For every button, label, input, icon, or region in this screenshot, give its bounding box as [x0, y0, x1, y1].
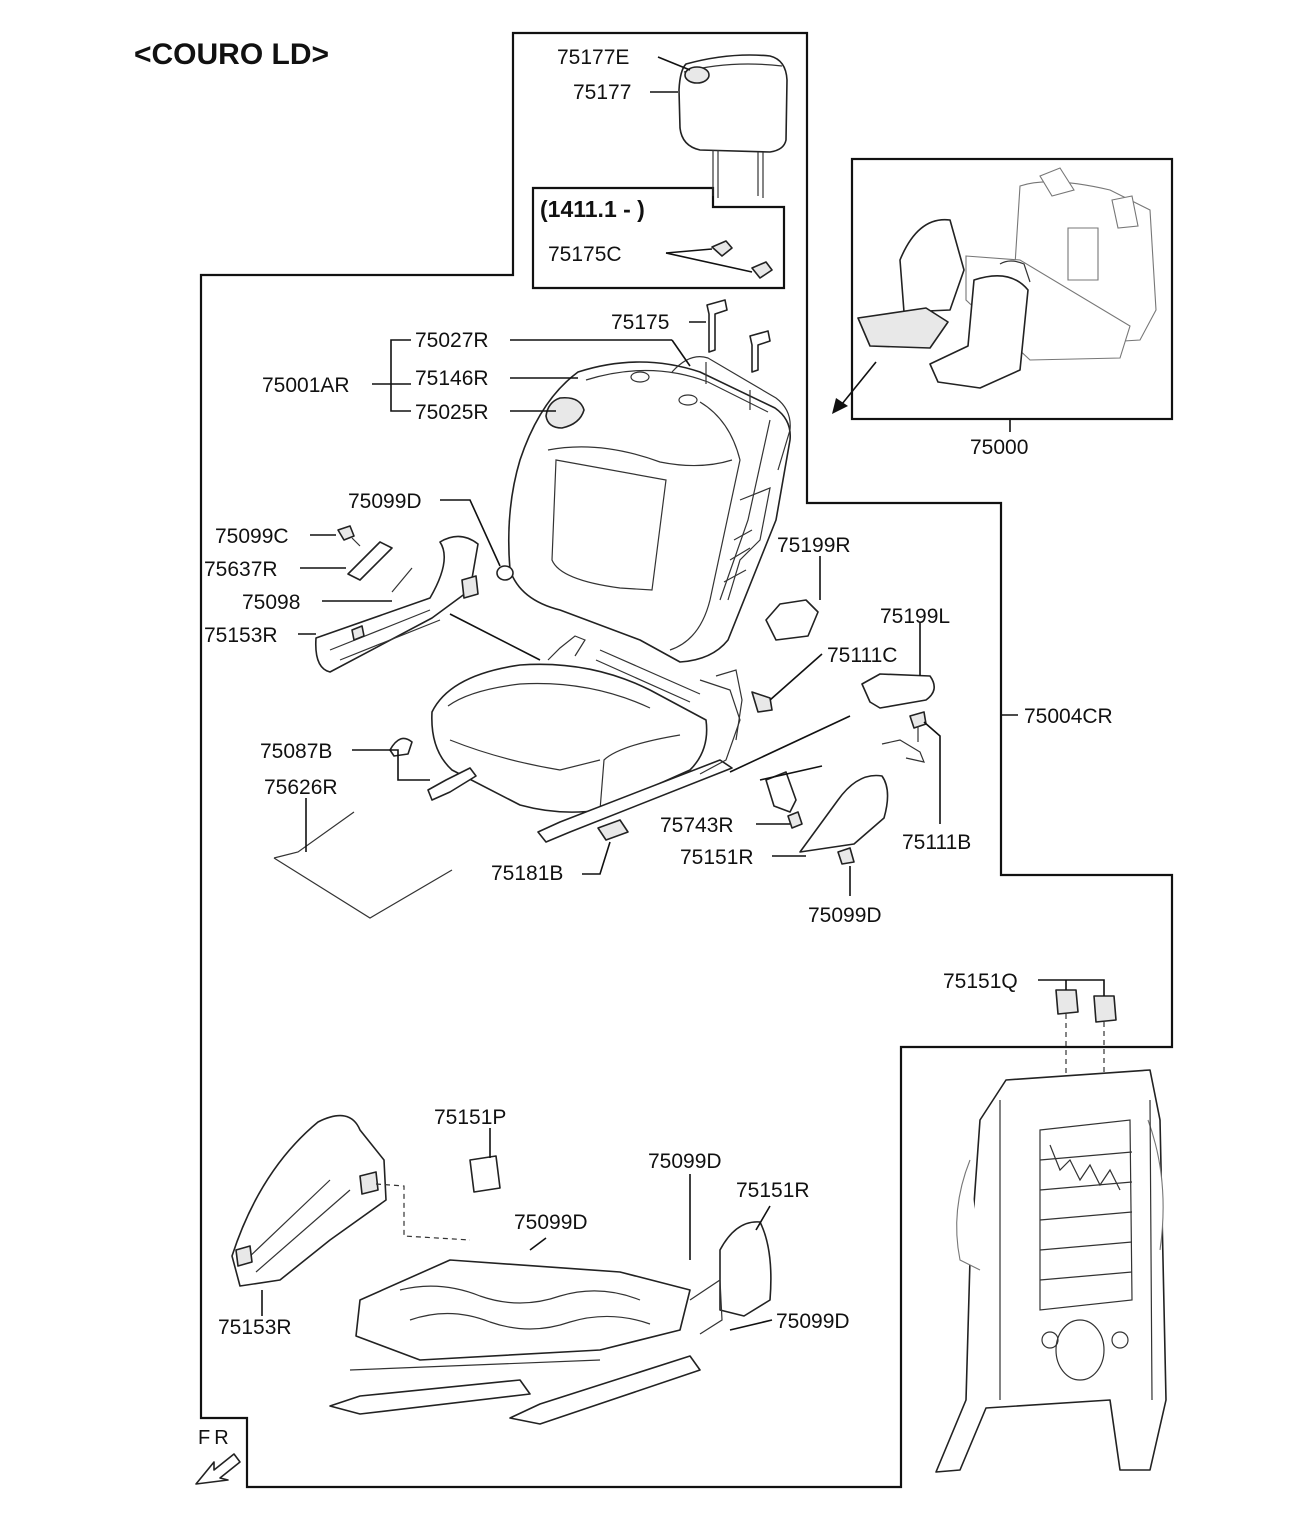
label-75004CR: 75004CR	[1024, 705, 1113, 728]
label-75000: 75000	[970, 436, 1028, 459]
label-75626R: 75626R	[264, 776, 338, 799]
seat-cushion-frame	[329, 1259, 701, 1425]
right-hardware	[751, 599, 935, 865]
label-75025R: 75025R	[415, 401, 489, 424]
side-cover-lower	[231, 1114, 471, 1287]
headrest-guide-clips	[665, 240, 773, 279]
label-75027R: 75027R	[415, 329, 489, 352]
vehicle-overview	[857, 167, 1157, 389]
date-note: (1411.1 - )	[540, 196, 645, 222]
label-75175C: 75175C	[548, 243, 622, 266]
leader-lines	[261, 56, 1105, 1331]
label-75151P: 75151P	[434, 1106, 506, 1129]
side-cover-upper	[314, 535, 479, 673]
label-75099D-upper: 75099D	[348, 490, 422, 513]
part-labels: 75177E 75177 75175C 75175 75027R 75146R …	[204, 46, 1113, 1339]
overview-arrow	[832, 361, 877, 414]
label-75099D-lower-mid: 75099D	[514, 1211, 588, 1234]
small-hardware-left	[337, 525, 514, 593]
label-75098: 75098	[242, 591, 300, 614]
label-75181B: 75181B	[491, 862, 563, 885]
left-lower-hardware	[273, 737, 453, 919]
label-75151R-lower: 75151R	[736, 1179, 810, 1202]
seat-back-frame	[935, 1069, 1167, 1473]
label-75153R-upper: 75153R	[204, 624, 278, 647]
side-cover-right-lower	[689, 1221, 772, 1335]
label-75177: 75177	[573, 81, 631, 104]
label-75111C: 75111C	[827, 644, 897, 667]
label-75199R: 75199R	[777, 534, 851, 557]
headrest-guide-pins	[706, 299, 771, 373]
fr-label: FR	[198, 1427, 233, 1449]
clip-75151P	[469, 1155, 501, 1193]
headrest	[678, 54, 788, 198]
label-75111B: 75111B	[902, 831, 971, 854]
seat-rails	[427, 635, 743, 843]
label-75175: 75175	[611, 311, 669, 334]
clips-75151Q	[1055, 989, 1117, 1078]
label-75177E: 75177E	[557, 46, 629, 69]
diagram-title: <COURO LD>	[134, 38, 329, 71]
seat-back	[507, 356, 792, 663]
label-75146R: 75146R	[415, 367, 489, 390]
vehicle-overview-box	[850, 157, 1174, 421]
label-75151Q: 75151Q	[943, 970, 1018, 993]
label-75099D-bottom: 75099D	[776, 1310, 850, 1333]
main-border	[199, 31, 1174, 1489]
label-75199L: 75199L	[880, 605, 950, 628]
front-arrow	[195, 1453, 241, 1485]
label-75099C: 75099C	[215, 525, 289, 548]
label-75153R-lower: 75153R	[218, 1316, 292, 1339]
label-75743R: 75743R	[660, 814, 734, 837]
label-75001AR: 75001AR	[262, 374, 350, 397]
label-75087B: 75087B	[260, 740, 332, 763]
label-75151R-upper: 75151R	[680, 846, 754, 869]
label-75099D-lower-right: 75099D	[648, 1150, 722, 1173]
label-75099D-mid: 75099D	[808, 904, 882, 927]
seat-cushion	[431, 663, 708, 813]
label-75637R: 75637R	[204, 558, 278, 581]
